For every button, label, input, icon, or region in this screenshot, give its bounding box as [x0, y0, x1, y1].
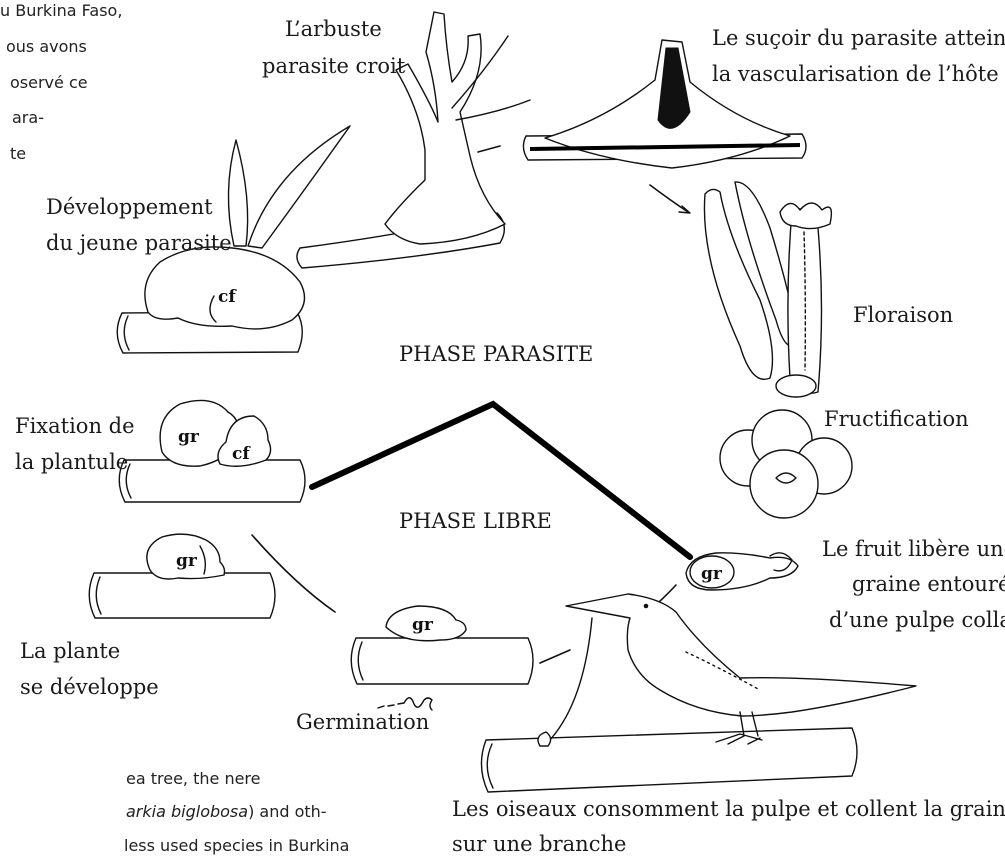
young-leaf-sketch: [248, 126, 350, 248]
label-arbuste-l2: parasite croit: [262, 54, 406, 78]
host-branch-sketch: [119, 460, 305, 502]
cycle-arc: [650, 185, 688, 212]
page-text-line: less used species in Burkina: [124, 836, 349, 855]
label-arbuste-l1: L’arbuste: [285, 17, 382, 41]
abbr-cf: cf: [218, 287, 237, 307]
stuck-seed-sketch: [538, 732, 551, 746]
abbr-gr: gr: [701, 564, 723, 584]
label-sucoir-l2: la vascularisation de l’hôte: [712, 62, 999, 86]
page-text-line: arkia biglobosa) and oth-: [126, 802, 327, 821]
label-sucoir-l1: Le suçoir du parasite atteint: [712, 26, 1005, 50]
shrub-branch: [456, 100, 530, 120]
label-fructification: Fructification: [824, 407, 969, 431]
host-branch-sketch: [351, 638, 533, 684]
phase-divider-line: [312, 404, 690, 557]
abbr-gr: gr: [178, 427, 200, 447]
label-fruit-l2: graine entourée: [852, 572, 1005, 596]
page-text-line: te: [10, 144, 26, 163]
seed-trail-line: [548, 618, 592, 742]
signature-mark: [378, 698, 432, 710]
page-text-line: oservé ce: [10, 73, 88, 92]
stage-seed-release: gr: [686, 553, 798, 590]
page-text-line: ea tree, the nere: [126, 769, 261, 788]
label-phase-parasite: PHASE PARASITE: [399, 342, 593, 366]
shrub-sketch: [385, 12, 505, 244]
label-developpement-l2: du jeune parasite: [46, 231, 232, 255]
host-branch-sketch: [89, 573, 275, 618]
flower-crown-sketch: [780, 203, 831, 229]
label-phase-libre: PHASE LIBRE: [399, 509, 552, 533]
bird-eye-icon: [644, 604, 649, 609]
page-text-top: u Burkina Faso, ous avons oservé ce ara-…: [0, 1, 122, 163]
label-germination: Germination: [296, 710, 429, 734]
page-text-bottom: ea tree, the nere arkia biglobosa) and o…: [124, 769, 349, 855]
page-text-line: ous avons: [6, 37, 87, 56]
artist-signature: [378, 698, 432, 710]
cycle-arc: [540, 650, 570, 663]
fruit-sketch: [750, 450, 818, 518]
label-fruit-l1: Le fruit libère une: [822, 537, 1005, 561]
species-name: arkia biglobosa: [126, 802, 248, 821]
abbr-cf: cf: [232, 444, 251, 464]
page-text-line: u Burkina Faso,: [0, 1, 122, 20]
flower-base-sketch: [776, 375, 816, 397]
label-fixation-l1: Fixation de: [15, 414, 135, 438]
abbr-gr: gr: [176, 551, 198, 571]
label-floraison: Floraison: [853, 303, 953, 327]
label-developpement-l1: Développement: [46, 195, 213, 219]
abbr-gr: gr: [412, 615, 434, 635]
label-plante-l1: La plante: [20, 639, 120, 663]
label-fixation-l2: la plantule: [15, 450, 128, 474]
page-text-line: ara-: [12, 108, 44, 127]
stage-flowering: [704, 182, 831, 397]
label-oiseaux-l1: Les oiseaux consomment la pulpe et colle…: [452, 797, 1005, 821]
stage-haustorium-vascular: [523, 40, 806, 168]
label-fruit-l3: d’une pulpe collante: [829, 608, 1005, 632]
stage-plant-develops: gr: [89, 534, 275, 618]
label-oiseaux-l2: sur une branche: [452, 832, 626, 856]
stage-seedling-attachment: gr cf: [119, 400, 305, 502]
cycle-arc: [478, 146, 500, 152]
label-plante-l2: se développe: [20, 675, 159, 699]
page-text-rest: ) and oth-: [248, 802, 327, 821]
stage-germination: gr: [351, 606, 533, 684]
